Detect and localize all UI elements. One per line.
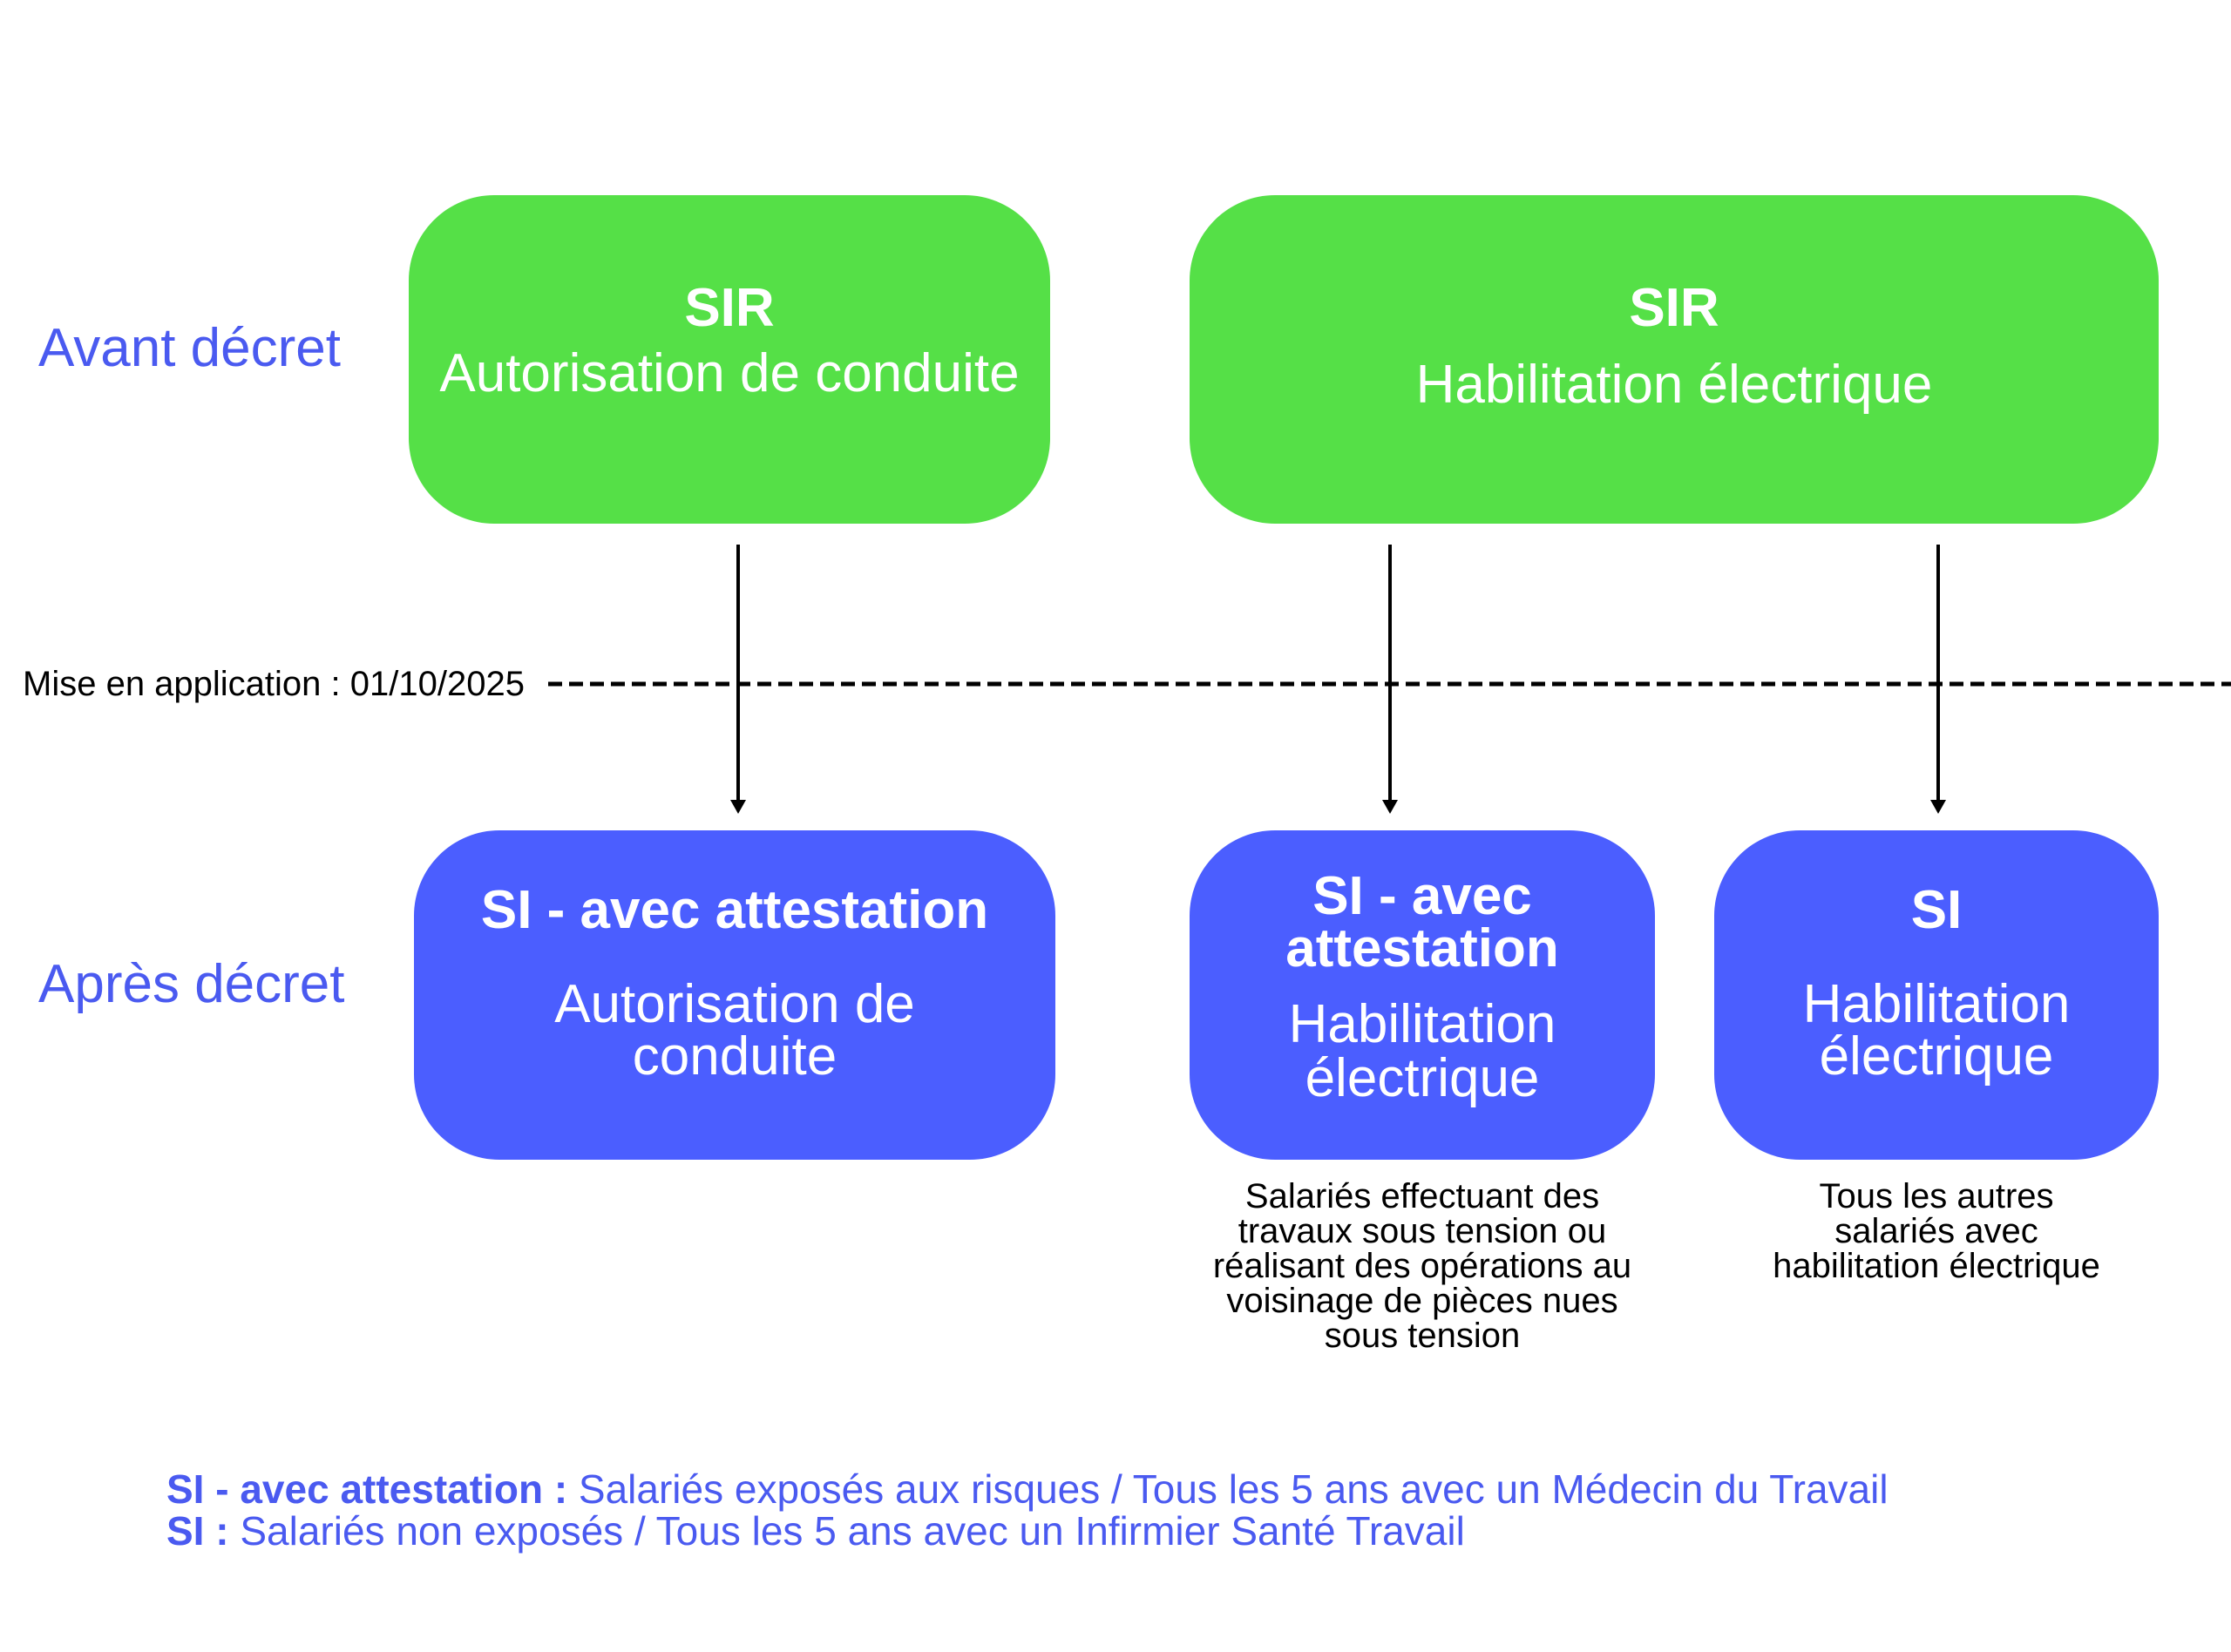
row-label-before-decree: Avant décret xyxy=(38,318,341,378)
box-body: Habilitation électrique xyxy=(1802,974,2071,1087)
box-after-si-attestation-electrical-clearance: SI - avec attestation Habilitation élect… xyxy=(1190,830,1655,1160)
note-line: habilitation électrique xyxy=(1773,1247,2100,1285)
box-body-line: Habilitation xyxy=(1288,994,1556,1054)
box-title: SIR xyxy=(1629,278,1719,338)
note-line: travaux sous tension ou xyxy=(1238,1212,1607,1250)
arrow-electrical-clearance-other xyxy=(1930,545,1946,814)
legend-text: Salariés non exposés / Tous les 5 ans av… xyxy=(240,1508,1465,1554)
box-body-line: Autorisation de xyxy=(554,974,915,1034)
box-after-si-attestation-driving-authorization: SI - avec attestation Autorisation de co… xyxy=(414,830,1055,1160)
box-before-sir-driving-authorization: SIR Autorisation de conduite xyxy=(409,195,1050,524)
box-body-line: Habilitation xyxy=(1802,974,2071,1034)
arrow-electrical-clearance-exposed xyxy=(1382,545,1398,814)
legend-text: Salariés exposés aux risques / Tous les … xyxy=(578,1466,1889,1512)
note-line: salariés avec xyxy=(1834,1212,2038,1250)
box-body-line: électrique xyxy=(1819,1026,2054,1087)
note-line: Salariés effectuant des xyxy=(1244,1177,1600,1215)
box-body-line: conduite xyxy=(632,1026,837,1087)
box-title: SI xyxy=(1911,882,1963,939)
arrow-driving-authorization xyxy=(730,545,746,814)
box-subtitle: Autorisation de conduite xyxy=(439,343,1020,403)
note-line: voisinage de pièces nues xyxy=(1226,1282,1618,1320)
box-title: SI - avec attestation xyxy=(481,882,988,939)
box-title-line: attestation xyxy=(1285,918,1559,978)
box-body: Autorisation de conduite xyxy=(554,974,915,1087)
note-line: réalisant des opérations au xyxy=(1212,1247,1632,1285)
note-line: sous tension xyxy=(1324,1317,1521,1355)
box-title-line: SI - avec xyxy=(1312,866,1532,926)
box-body: Habilitation électrique xyxy=(1289,998,1556,1106)
note-other-workers: Tous les autres salariés avec habilitati… xyxy=(1714,1179,2159,1283)
box-after-si-electrical-clearance: SI Habilitation électrique xyxy=(1714,830,2159,1160)
box-subtitle: Habilitation électrique xyxy=(1415,355,1933,415)
box-title: SI - avec attestation xyxy=(1285,866,1559,978)
box-before-sir-electrical-clearance: SIR Habilitation électrique xyxy=(1190,195,2159,524)
legend-term: SI : xyxy=(166,1508,229,1554)
note-line: Tous les autres xyxy=(1819,1177,2054,1215)
legend: SI - avec attestation : Salariés exposés… xyxy=(166,1468,1889,1552)
box-title-line: SI - avec attestation xyxy=(480,880,989,940)
note-exposed-workers: Salariés effectuant des travaux sous ten… xyxy=(1190,1179,1655,1353)
effective-date-label: Mise en application : 01/10/2025 xyxy=(23,665,525,703)
box-body-line: électrique xyxy=(1305,1048,1540,1108)
legend-item-si-attestation: SI - avec attestation : Salariés exposés… xyxy=(166,1468,1889,1510)
legend-item-si: SI : Salariés non exposés / Tous les 5 a… xyxy=(166,1510,1889,1552)
row-label-after-decree: Après décret xyxy=(38,954,345,1014)
box-title: SIR xyxy=(684,278,775,338)
legend-term: SI - avec attestation : xyxy=(166,1466,568,1512)
box-title-line: SI xyxy=(1910,880,1963,940)
